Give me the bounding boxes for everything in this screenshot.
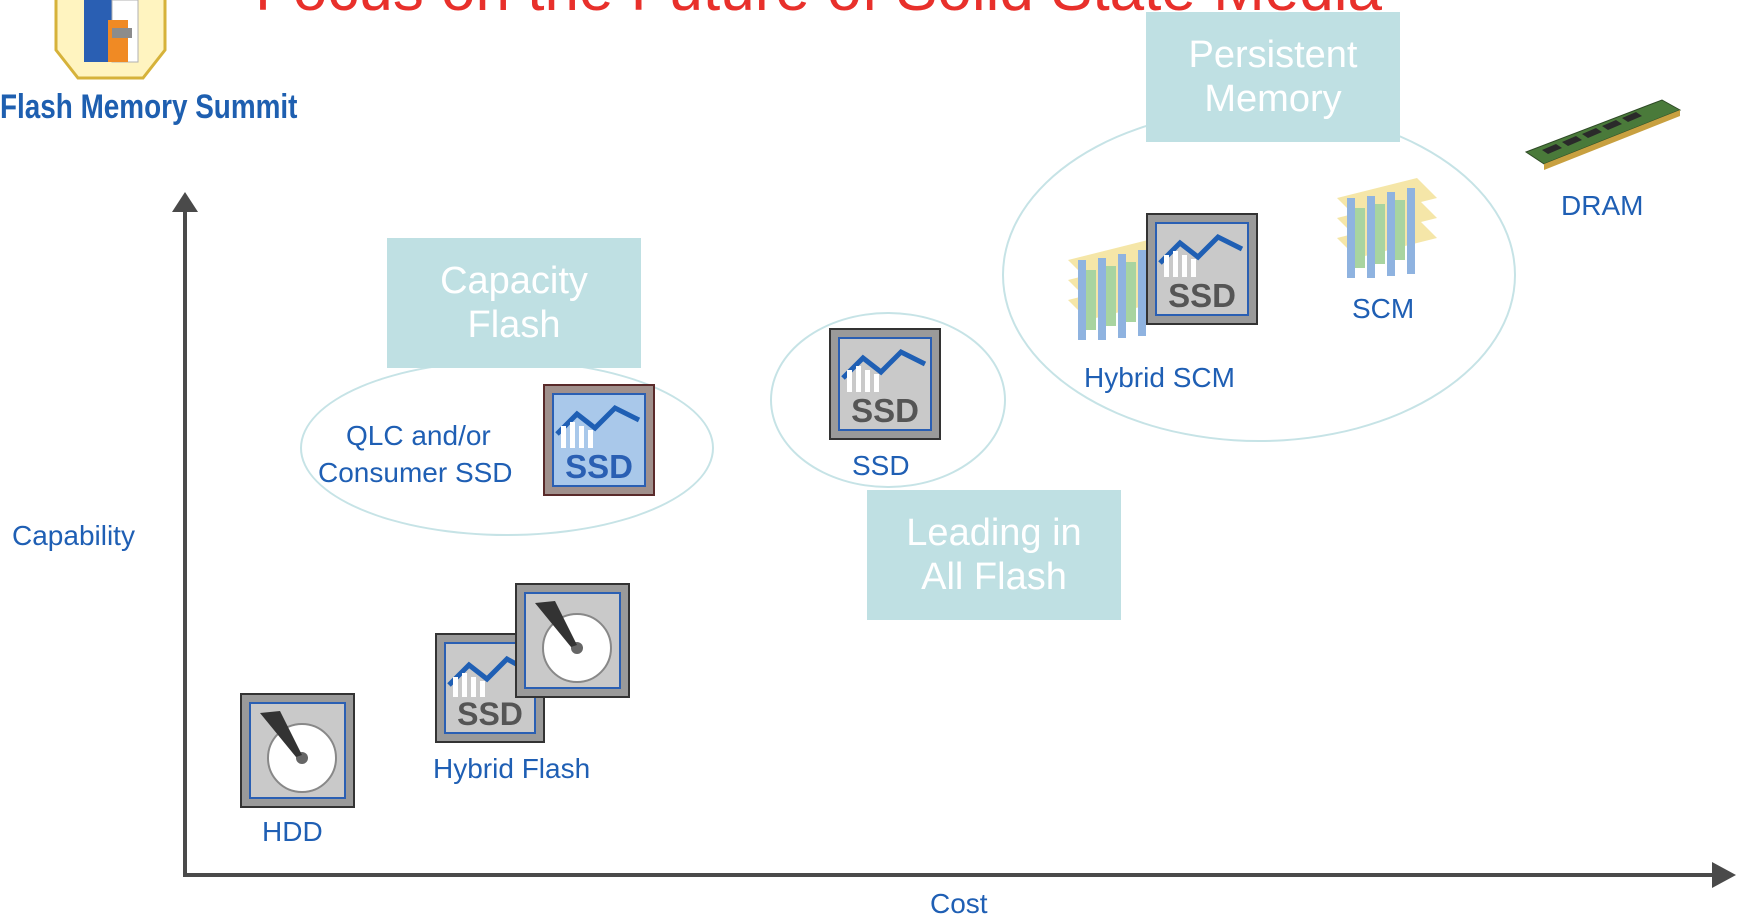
dram-label: DRAM <box>1561 190 1644 221</box>
hybrid-scm-label: Hybrid SCM <box>1084 362 1235 393</box>
brand-name: Flash Memory Summit <box>0 88 298 126</box>
x-axis-label: Cost <box>930 888 988 919</box>
ssd-icon-text: SSD <box>457 696 523 732</box>
scm-chip-icon <box>1337 178 1437 278</box>
hdd-icon <box>240 693 355 808</box>
scm-label: SCM <box>1352 293 1415 324</box>
hybrid-flash-label: Hybrid Flash <box>433 753 591 784</box>
ssd-icon: SSD <box>543 384 655 496</box>
category-label-line2: Memory <box>1204 78 1342 120</box>
qlc-label-line1: QLC and/or <box>346 420 491 451</box>
category-label-line1: Persistent <box>1188 34 1358 76</box>
hdd-label: HDD <box>262 816 323 847</box>
qlc-label-line2: Consumer SSD <box>318 457 513 488</box>
hdd-icon <box>515 583 630 698</box>
ssd-icon: SSD <box>829 328 941 440</box>
ssd-icon: SSD <box>1146 213 1258 325</box>
ssd-label: SSD <box>852 450 910 481</box>
category-label-line2: Flash <box>467 304 561 346</box>
dram-module-icon <box>1524 99 1682 170</box>
ssd-icon-text: SSD <box>565 448 633 485</box>
ssd-oval <box>770 312 1006 488</box>
y-axis-label: Capability <box>12 520 135 551</box>
category-label-line1: Leading in <box>906 512 1082 554</box>
fms-logo-icon <box>54 0 167 80</box>
category-label-line2: All Flash <box>921 556 1067 598</box>
ssd-icon-text: SSD <box>851 392 919 429</box>
category-label-line1: Capacity <box>440 260 588 302</box>
ssd-icon-text: SSD <box>1168 277 1236 314</box>
y-axis-arrow-icon <box>172 192 198 212</box>
x-axis-arrow-icon <box>1712 862 1736 888</box>
scm-chip-icon <box>1068 240 1168 340</box>
